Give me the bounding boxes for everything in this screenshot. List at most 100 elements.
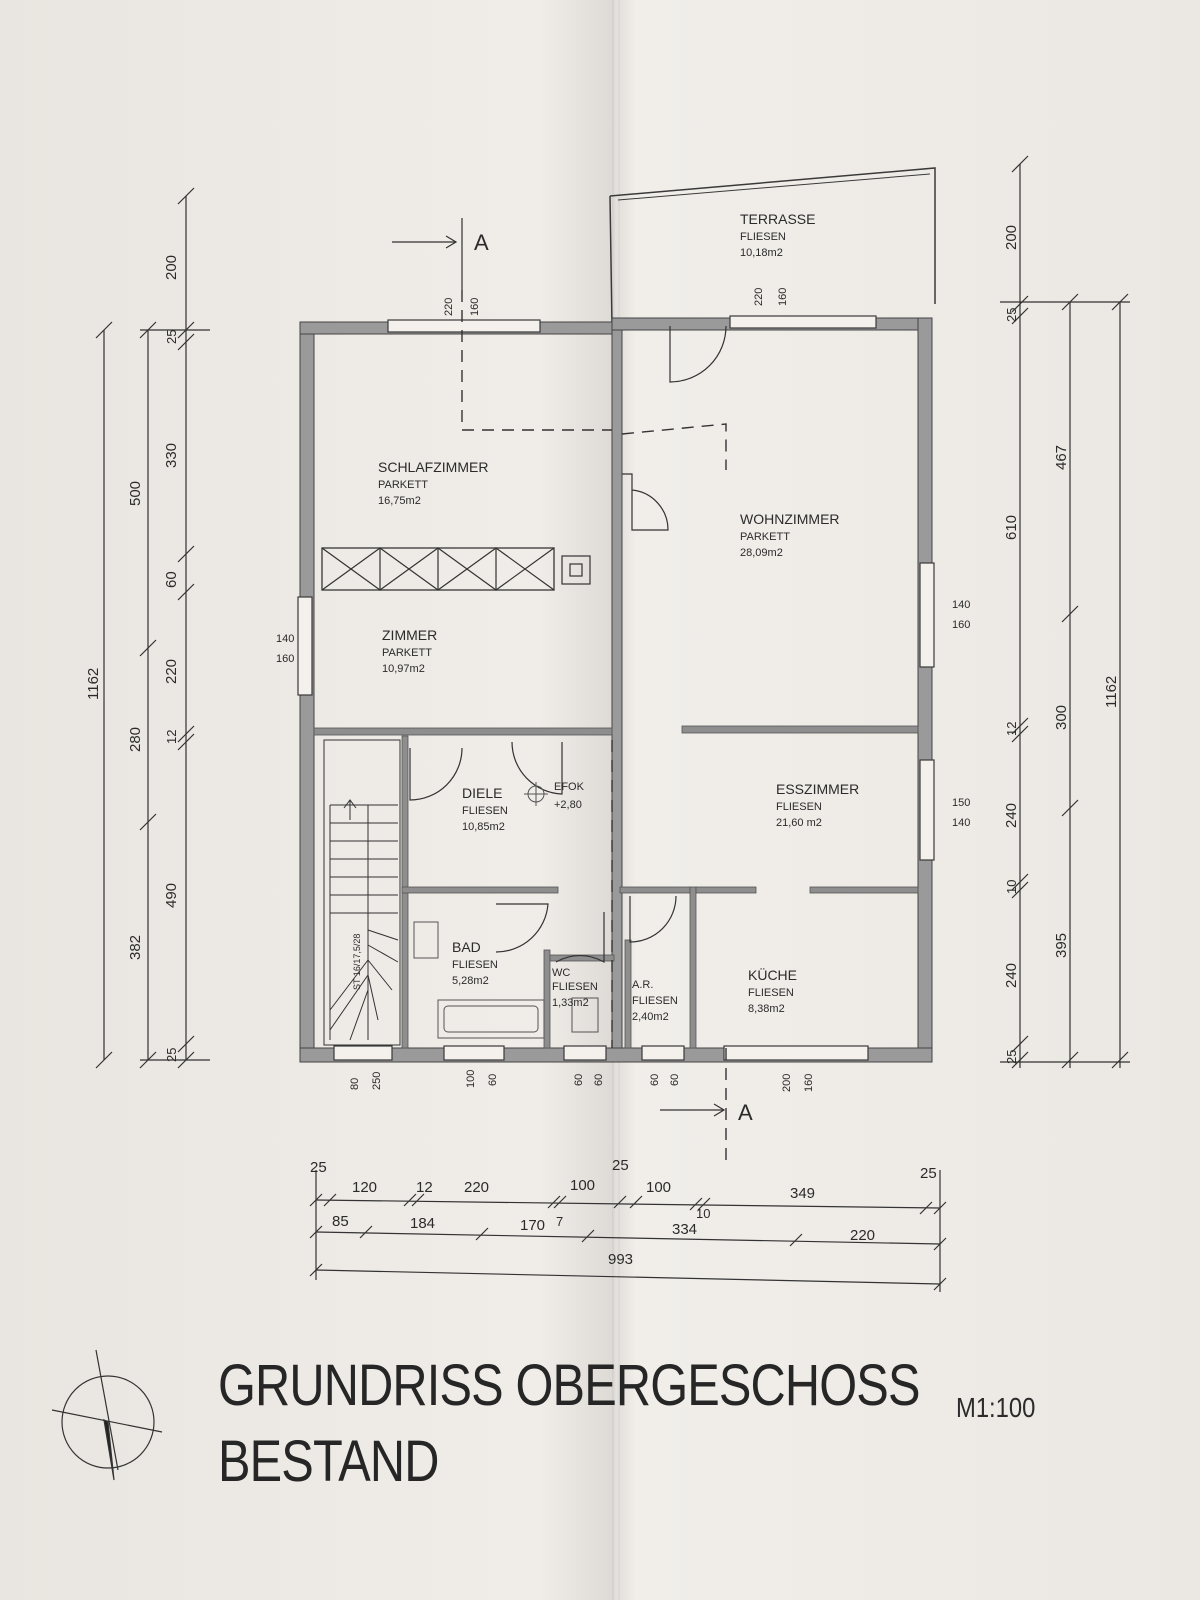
dim-label: 330	[163, 443, 180, 468]
window-bottom-1	[333, 1045, 393, 1061]
section-marker-bottom: A	[738, 1100, 753, 1125]
dim-label: 220	[850, 1227, 875, 1244]
window-label: 220	[753, 288, 765, 306]
window-left	[297, 596, 313, 696]
dim-label: 25	[1004, 308, 1019, 322]
dim-label: 85	[332, 1213, 349, 1230]
dim-label: 170	[520, 1217, 545, 1234]
window-label: 250	[371, 1072, 383, 1090]
stair-note: ST 16/17,5/28	[352, 934, 362, 990]
dim-label: 12	[416, 1179, 433, 1196]
room-name-terrasse: TERRASSE	[740, 211, 815, 227]
window-label: 220	[443, 298, 455, 316]
window-label: 160	[777, 288, 789, 306]
window-label: 160	[803, 1074, 815, 1092]
dim-label: 60	[163, 571, 180, 588]
dim-label: 200	[1003, 225, 1020, 250]
dim-label: 25	[612, 1157, 629, 1174]
room-area-schlafzimmer: 16,75m2	[378, 495, 421, 507]
room-floor-ar: FLIESEN	[632, 995, 678, 1007]
room-floor-diele: FLIESEN	[462, 805, 508, 817]
dim-label: 1162	[85, 668, 102, 700]
dim-label: 334	[672, 1221, 697, 1238]
dim-label: 240	[1003, 963, 1020, 988]
dim-label: 382	[127, 935, 144, 960]
dims-bottom: 25 120 12 220 100 7 25 100 10 349 25 85 …	[310, 1157, 937, 1268]
dim-label: 100	[570, 1177, 595, 1194]
room-name-wohnzimmer: WOHNZIMMER	[740, 511, 840, 527]
room-floor-bad: FLIESEN	[452, 959, 498, 971]
room-name-zimmer: ZIMMER	[382, 627, 437, 643]
room-area-wohnzimmer: 28,09m2	[740, 547, 783, 559]
dim-label: 610	[1003, 515, 1020, 540]
room-floor-wohnzimmer: PARKETT	[740, 531, 790, 543]
window-top-right	[729, 315, 877, 329]
north-arrow-icon	[51, 1349, 163, 1481]
window-label: 60	[593, 1074, 605, 1086]
window-label: 140	[276, 633, 294, 645]
dim-label: 500	[127, 481, 144, 506]
window-label: 60	[487, 1074, 499, 1086]
room-area-terrasse: 10,18m2	[740, 247, 783, 259]
bathtub	[437, 999, 545, 1039]
dim-label: 490	[163, 883, 180, 908]
terrace-outline	[609, 167, 936, 327]
plan-title: GRUNDRISS OBERGESCHOSS	[218, 1353, 920, 1418]
window-label: 160	[952, 619, 970, 631]
room-area-diele: 10,85m2	[462, 821, 505, 833]
window-label: 200	[781, 1074, 793, 1092]
plan-subtitle: BESTAND	[218, 1429, 439, 1494]
dim-label: 240	[1003, 803, 1020, 828]
room-name-kueche: KÜCHE	[748, 966, 797, 983]
dim-label: 200	[163, 255, 180, 280]
dim-label: 1162	[1103, 676, 1120, 708]
room-floor-terrasse: FLIESEN	[740, 231, 786, 243]
dim-label: 10	[696, 1206, 710, 1221]
dims-left: 1162 500 280 382 200 25 330 60 220 12 49…	[85, 255, 180, 1062]
dim-label: 300	[1053, 705, 1070, 730]
window-label: 80	[349, 1078, 361, 1090]
dim-label: 12	[164, 730, 179, 744]
window-bottom-3	[563, 1045, 607, 1061]
dim-lines-bottom	[309, 1170, 947, 1292]
outer-walls	[299, 317, 933, 1063]
dim-label: 25	[164, 330, 179, 344]
room-floor-zimmer: PARKETT	[382, 647, 432, 659]
room-area-zimmer: 10,97m2	[382, 663, 425, 675]
room-floor-wc: FLIESEN	[552, 981, 598, 993]
bad-washbasin	[413, 921, 439, 959]
dim-label: 993	[608, 1251, 633, 1268]
room-name-schlafzimmer: SCHLAFZIMMER	[378, 459, 488, 475]
dim-lines-left	[95, 187, 210, 1069]
room-floor-schlafzimmer: PARKETT	[378, 479, 428, 491]
window-bottom-2	[443, 1045, 505, 1061]
dim-label: 25	[920, 1165, 937, 1182]
room-area-kueche: 8,38m2	[748, 1003, 785, 1015]
staircase	[323, 739, 401, 1046]
section-markers	[392, 218, 726, 1117]
dim-label: 7	[556, 1214, 563, 1229]
interior-walls	[313, 547, 919, 1049]
dim-label: 25	[310, 1159, 327, 1176]
dim-label: 467	[1053, 445, 1070, 470]
window-bottom-5	[723, 1045, 869, 1061]
window-right-1	[919, 562, 935, 668]
fixtures	[413, 782, 599, 1039]
dim-label: 280	[127, 727, 144, 752]
window-bottom-4	[641, 1045, 685, 1061]
window-label: 150	[952, 797, 970, 809]
room-name-wc: WC	[552, 967, 570, 979]
room-floor-esszimmer: FLIESEN	[776, 801, 822, 813]
window-label: 100	[465, 1070, 477, 1088]
dim-label: 25	[1004, 1050, 1019, 1064]
room-name-esszimmer: ESSZIMMER	[776, 781, 859, 797]
room-area-bad: 5,28m2	[452, 975, 489, 987]
room-area-ar: 2,40m2	[632, 1011, 669, 1023]
window-top-left	[387, 319, 541, 333]
window-label: 60	[649, 1074, 661, 1086]
dim-label: 220	[464, 1179, 489, 1196]
efok-label: EFOK	[554, 781, 585, 793]
room-area-wc: 1,33m2	[552, 997, 589, 1009]
